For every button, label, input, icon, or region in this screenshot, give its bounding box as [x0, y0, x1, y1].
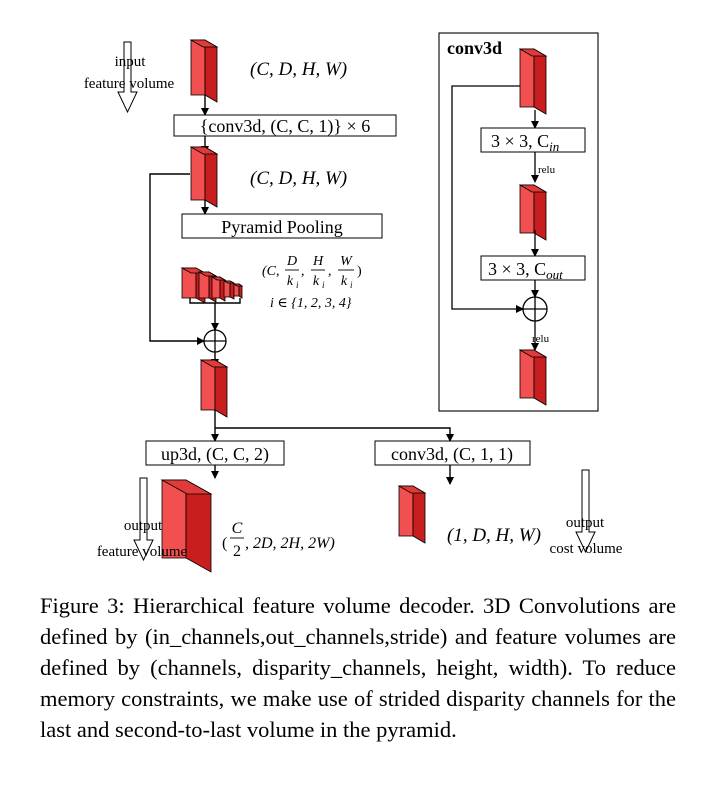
- svg-text:(: (: [222, 535, 227, 552]
- output-feature-label-2: feature volume: [97, 544, 188, 560]
- pyramid-dims: (C, D k i , H k i , W k i ): [262, 254, 362, 290]
- block-after-sum: [199, 359, 229, 418]
- svg-text:i: i: [322, 280, 325, 290]
- svg-text:k: k: [313, 274, 320, 289]
- conv-repeat-label: {conv3d, (C, C, 1)} × 6: [200, 116, 370, 137]
- conv3d-inset: conv3d 3 × 3, Cin relu 3 × 3, Cout relu: [438, 32, 599, 412]
- svg-text:D: D: [286, 254, 297, 269]
- inset-conv-in-box: [480, 127, 586, 153]
- conv3d-out-label: conv3d, (C, 1, 1): [391, 444, 513, 465]
- svg-text:H: H: [312, 254, 324, 269]
- block-inset-bottom: [518, 349, 548, 406]
- up3d-box: [145, 440, 285, 466]
- inset-frame: [438, 32, 599, 412]
- svg-text:,: ,: [301, 264, 305, 279]
- svg-text:, 2D, 2H, 2W): , 2D, 2H, 2W): [245, 535, 335, 552]
- pyramid-index-set: i ∈ {1, 2, 3, 4}: [270, 296, 352, 311]
- svg-text:k: k: [341, 274, 348, 289]
- input-label-1: input: [115, 54, 147, 70]
- output-cost-hollow-arrow: [575, 469, 596, 554]
- output-feature-dims: ( C 2 , 2D, 2H, 2W): [222, 520, 335, 560]
- inset-conv-out-box: [480, 255, 586, 281]
- main-dims-1: (C, D, H, W): [250, 59, 347, 80]
- svg-text:i: i: [350, 280, 353, 290]
- figure-caption: Figure 3: Hierarchical feature volume de…: [40, 593, 676, 742]
- pyramid-pooling-box: [181, 213, 383, 239]
- block-after-conv: [189, 146, 219, 208]
- input-hollow-arrow: [117, 41, 138, 114]
- svg-text:C: C: [232, 520, 243, 537]
- inset-sum-node: [522, 296, 548, 322]
- block-pyramid-5: [232, 283, 244, 299]
- block-input: [189, 39, 219, 103]
- inset-conv-out-label: 3 × 3, Cout: [488, 259, 563, 282]
- main-dims-2: (C, D, H, W): [250, 168, 347, 189]
- svg-text:k: k: [287, 274, 294, 289]
- pyramid-pooling-label: Pyramid Pooling: [221, 217, 343, 237]
- flow-lines: [149, 95, 454, 485]
- cost-label-1: output: [566, 515, 605, 531]
- inset-conv-in-label: 3 × 3, Cin: [491, 131, 559, 154]
- svg-text:2: 2: [233, 543, 241, 560]
- block-pyramid-3: [210, 276, 227, 302]
- conv3d-out-box: [374, 440, 531, 466]
- block-cost: [397, 485, 427, 544]
- svg-text:,: ,: [328, 264, 332, 279]
- block-pyramid-4: [223, 280, 235, 300]
- cost-dims: (1, D, H, W): [447, 525, 541, 546]
- inset-relu-1: relu: [538, 164, 556, 176]
- conv-repeat-box: [173, 114, 397, 137]
- up3d-label: up3d, (C, C, 2): [161, 444, 269, 465]
- inset-relu-2: relu: [532, 333, 550, 345]
- output-feature-hollow-arrow: [133, 477, 154, 562]
- block-inset-mid: [518, 184, 548, 241]
- feature-volume-blocks: [160, 39, 548, 573]
- output-feature-label-1: output: [124, 518, 163, 534]
- sum-node: [203, 329, 227, 353]
- svg-text:i: i: [296, 280, 299, 290]
- svg-text:(C,: (C,: [262, 264, 280, 279]
- cost-label-2: cost volume: [550, 541, 623, 557]
- block-inset-top: [518, 48, 548, 115]
- block-output-feature: [160, 479, 213, 573]
- input-label-2: feature volume: [84, 76, 175, 92]
- svg-text:W: W: [340, 254, 353, 269]
- svg-text:): ): [357, 264, 362, 279]
- inset-title: conv3d: [447, 38, 502, 58]
